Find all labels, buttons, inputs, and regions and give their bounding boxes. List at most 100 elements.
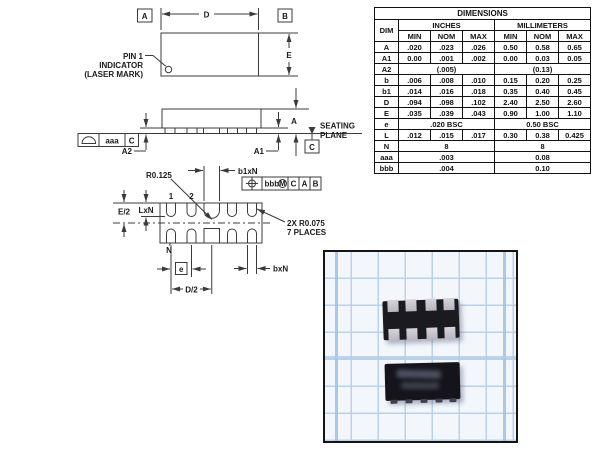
datum-a-box bbox=[137, 8, 153, 23]
pin-number-2: 2 bbox=[189, 192, 194, 201]
cell: 0.90 bbox=[494, 107, 527, 119]
fcf-datum-c-label: C bbox=[129, 137, 135, 146]
cell: 0.05 bbox=[557, 52, 592, 64]
table-title: DIMENSIONS bbox=[373, 7, 592, 20]
cell: 0.45 bbox=[557, 85, 592, 97]
sub-header: MAX bbox=[557, 30, 592, 42]
cell: 0.35 bbox=[494, 85, 527, 97]
table-row: A2(.005)(0.13) bbox=[374, 63, 592, 75]
dim-cell: A2 bbox=[374, 63, 399, 75]
dim-cell: A1 bbox=[374, 52, 399, 64]
terminal-pads-side bbox=[164, 127, 257, 134]
chip-pad bbox=[387, 299, 399, 313]
cell: (0.13) bbox=[493, 63, 592, 75]
cell: 1.10 bbox=[557, 107, 592, 119]
cell: 0.03 bbox=[526, 52, 559, 64]
sub-header: NOM bbox=[526, 30, 559, 42]
cell: .016 bbox=[430, 85, 463, 97]
fcf-datum-2: A bbox=[302, 180, 308, 189]
cell: 0.30 bbox=[494, 129, 527, 141]
cell: 0.25 bbox=[557, 74, 592, 86]
dim-cell: N bbox=[374, 140, 399, 152]
cell: 0.10 bbox=[493, 162, 592, 174]
chip-bottom-side-up bbox=[382, 297, 460, 342]
chip-pad bbox=[444, 326, 456, 340]
cell: 0.58 bbox=[526, 41, 559, 53]
seating-plane-label-1: SEATING bbox=[320, 122, 355, 131]
laser-mark-smudge bbox=[396, 369, 441, 379]
datum-c-flag-icon bbox=[308, 127, 316, 134]
sub-header: MIN bbox=[494, 30, 527, 42]
cell: .043 bbox=[462, 107, 495, 119]
datum-c-label: C bbox=[309, 143, 315, 152]
cell: .017 bbox=[462, 129, 495, 141]
pitch-e-box bbox=[175, 262, 188, 275]
sub-header: MAX bbox=[462, 30, 495, 42]
component-photo bbox=[323, 250, 518, 443]
cell: .001 bbox=[430, 52, 463, 64]
seating-plane-label-2: PLANE bbox=[320, 131, 348, 140]
cell: .039 bbox=[430, 107, 463, 119]
package-body-side bbox=[161, 108, 262, 129]
cell: .004 bbox=[398, 162, 495, 174]
pin-number-1: 1 bbox=[169, 192, 174, 201]
cell: 0.50 bbox=[494, 41, 527, 53]
chip-top-side-up bbox=[384, 362, 461, 404]
dim-cell: bbb bbox=[374, 162, 399, 174]
cell: 0.00 bbox=[494, 52, 527, 64]
cell: .006 bbox=[398, 74, 431, 86]
cell: 8 bbox=[493, 140, 592, 152]
datum-b-label: B bbox=[282, 12, 288, 21]
cell: 0.20 bbox=[526, 74, 559, 86]
mmc-modifier-icon bbox=[278, 179, 287, 188]
graph-paper-heavy-line bbox=[503, 252, 506, 441]
cell: .026 bbox=[462, 41, 495, 53]
cell: .020 BSC bbox=[398, 118, 495, 130]
chip-lead bbox=[390, 399, 398, 404]
chip-pad bbox=[405, 299, 417, 312]
dimension-lines bbox=[113, 166, 286, 294]
cell: .010 bbox=[462, 74, 495, 86]
side-view: C A2 A1 A SEATING PLANE aaa C bbox=[77, 88, 362, 156]
cell: .023 bbox=[430, 41, 463, 53]
cell: .003 bbox=[398, 151, 495, 163]
top-view: A B D E PIN 1 INDICATOR (LASER MARK) bbox=[84, 8, 298, 79]
sub-header: NOM bbox=[430, 30, 463, 42]
dim-a2-label: A2 bbox=[122, 147, 133, 156]
pitch-e-label: e bbox=[179, 265, 184, 274]
cell: 2.40 bbox=[494, 96, 527, 108]
cell: .018 bbox=[462, 85, 495, 97]
cell: 0.38 bbox=[526, 129, 559, 141]
dim-cell: A bbox=[374, 41, 399, 53]
cell: (.005) bbox=[398, 63, 495, 75]
fcf-datum-3: B bbox=[313, 180, 319, 189]
cell: 0.425 bbox=[557, 129, 592, 141]
pin1-callout-line2: INDICATOR bbox=[99, 61, 143, 70]
radius-callout: R0.125 bbox=[146, 171, 172, 180]
datum-a-label: A bbox=[142, 12, 148, 21]
cell: .035 bbox=[398, 107, 431, 119]
datum-b-box bbox=[277, 8, 293, 23]
graph-paper-heavy-line bbox=[325, 356, 516, 359]
chip-pad bbox=[425, 298, 437, 311]
bxn-label: bxN bbox=[273, 265, 288, 274]
cell: .094 bbox=[398, 96, 431, 108]
dim-d-label: D bbox=[204, 11, 210, 20]
dim-cell: D bbox=[374, 96, 399, 108]
chip-lead bbox=[435, 398, 443, 403]
e-half-label: E/2 bbox=[118, 208, 131, 217]
cell: 0.08 bbox=[493, 151, 592, 163]
datum-c-box bbox=[304, 139, 320, 154]
dim-a-label: A bbox=[291, 117, 297, 126]
chip-lead bbox=[449, 398, 457, 403]
cell: .102 bbox=[462, 96, 495, 108]
cell: 0.00 bbox=[398, 52, 431, 64]
cell: .008 bbox=[430, 74, 463, 86]
